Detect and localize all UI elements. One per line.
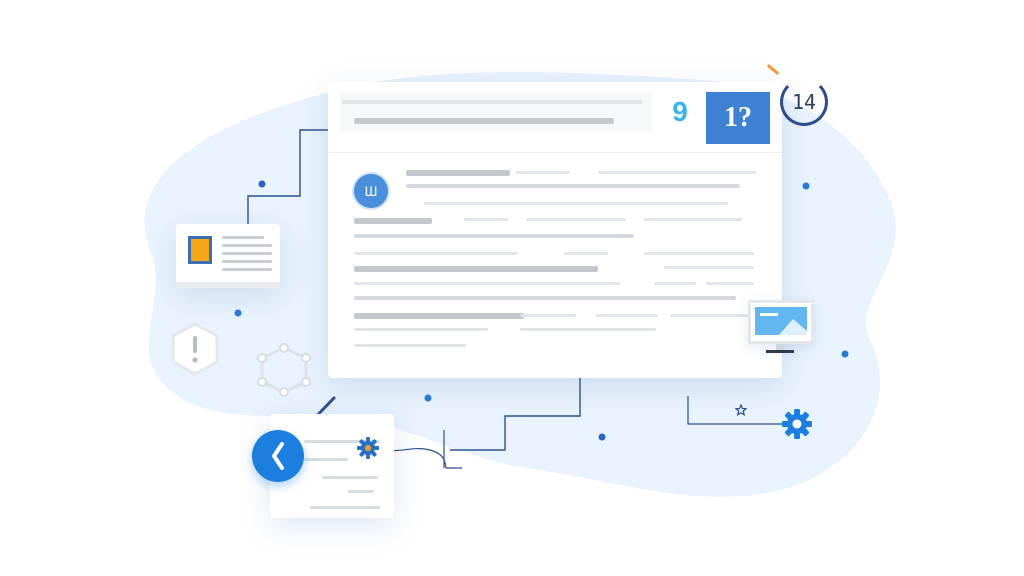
card-line (222, 244, 272, 247)
text-line (354, 328, 488, 331)
dot (841, 350, 849, 358)
dot (424, 394, 432, 402)
small-gear-icon[interactable] (356, 436, 380, 460)
text-line (520, 314, 576, 317)
card-line (304, 440, 380, 443)
text-line (670, 314, 750, 317)
counter-badge[interactable]: 14 (780, 78, 828, 126)
monitor-icon[interactable] (748, 300, 814, 344)
gear-icon[interactable] (780, 407, 814, 441)
header-divider (328, 152, 782, 153)
text-line (354, 252, 518, 255)
card-line (304, 458, 348, 461)
monitor-screen (755, 307, 807, 335)
header-glyph[interactable]: 9 (672, 96, 688, 127)
header-badge[interactable]: 1? (706, 92, 770, 144)
clock-hands (272, 442, 284, 470)
id-card-icon[interactable] (176, 224, 280, 288)
card-base (176, 282, 280, 288)
star-icon (735, 404, 747, 416)
header-line (342, 100, 642, 104)
text-line (406, 170, 510, 176)
text-line (354, 313, 524, 319)
dot (234, 309, 242, 317)
text-line (598, 171, 756, 174)
monitor-base (766, 350, 794, 353)
profile-photo (188, 236, 212, 264)
text-line (706, 282, 754, 285)
monitor-stand (776, 344, 784, 350)
connector-curve (375, 447, 462, 469)
card-line (222, 236, 264, 239)
dot (258, 180, 266, 188)
document-window: 9 1? Ш (328, 82, 782, 378)
text-line (354, 218, 432, 224)
card-line (310, 506, 380, 509)
text-line (354, 266, 598, 272)
connector-line-bottom (450, 378, 581, 451)
card-line (322, 476, 378, 479)
connector-line-right (687, 396, 782, 425)
text-line (354, 296, 736, 300)
text-line (644, 252, 754, 255)
text-line (564, 252, 608, 255)
screen-line (760, 313, 778, 316)
network-hexagon-icon[interactable] (254, 342, 314, 398)
card-line (222, 252, 272, 255)
text-line (596, 314, 658, 317)
avatar[interactable]: Ш (352, 172, 390, 210)
alert-shield-icon[interactable] (170, 322, 220, 376)
text-line (424, 202, 728, 205)
text-line (354, 344, 466, 347)
text-line (516, 171, 570, 174)
window-header-bar (340, 92, 652, 132)
text-line (654, 282, 696, 285)
clock-icon[interactable] (252, 430, 304, 482)
card-line (222, 260, 272, 263)
connector-line-left (247, 129, 328, 224)
screen-mountain (779, 319, 807, 335)
dot (598, 433, 606, 441)
text-line (664, 266, 754, 269)
text-line (354, 234, 634, 238)
text-line (526, 218, 626, 221)
text-line (520, 328, 656, 331)
text-line (406, 184, 740, 188)
dot (802, 182, 810, 190)
header-line (354, 118, 614, 124)
card-line (222, 268, 272, 271)
text-line (354, 282, 620, 285)
text-line (464, 218, 508, 221)
card-line (348, 490, 374, 493)
text-line (644, 218, 742, 221)
